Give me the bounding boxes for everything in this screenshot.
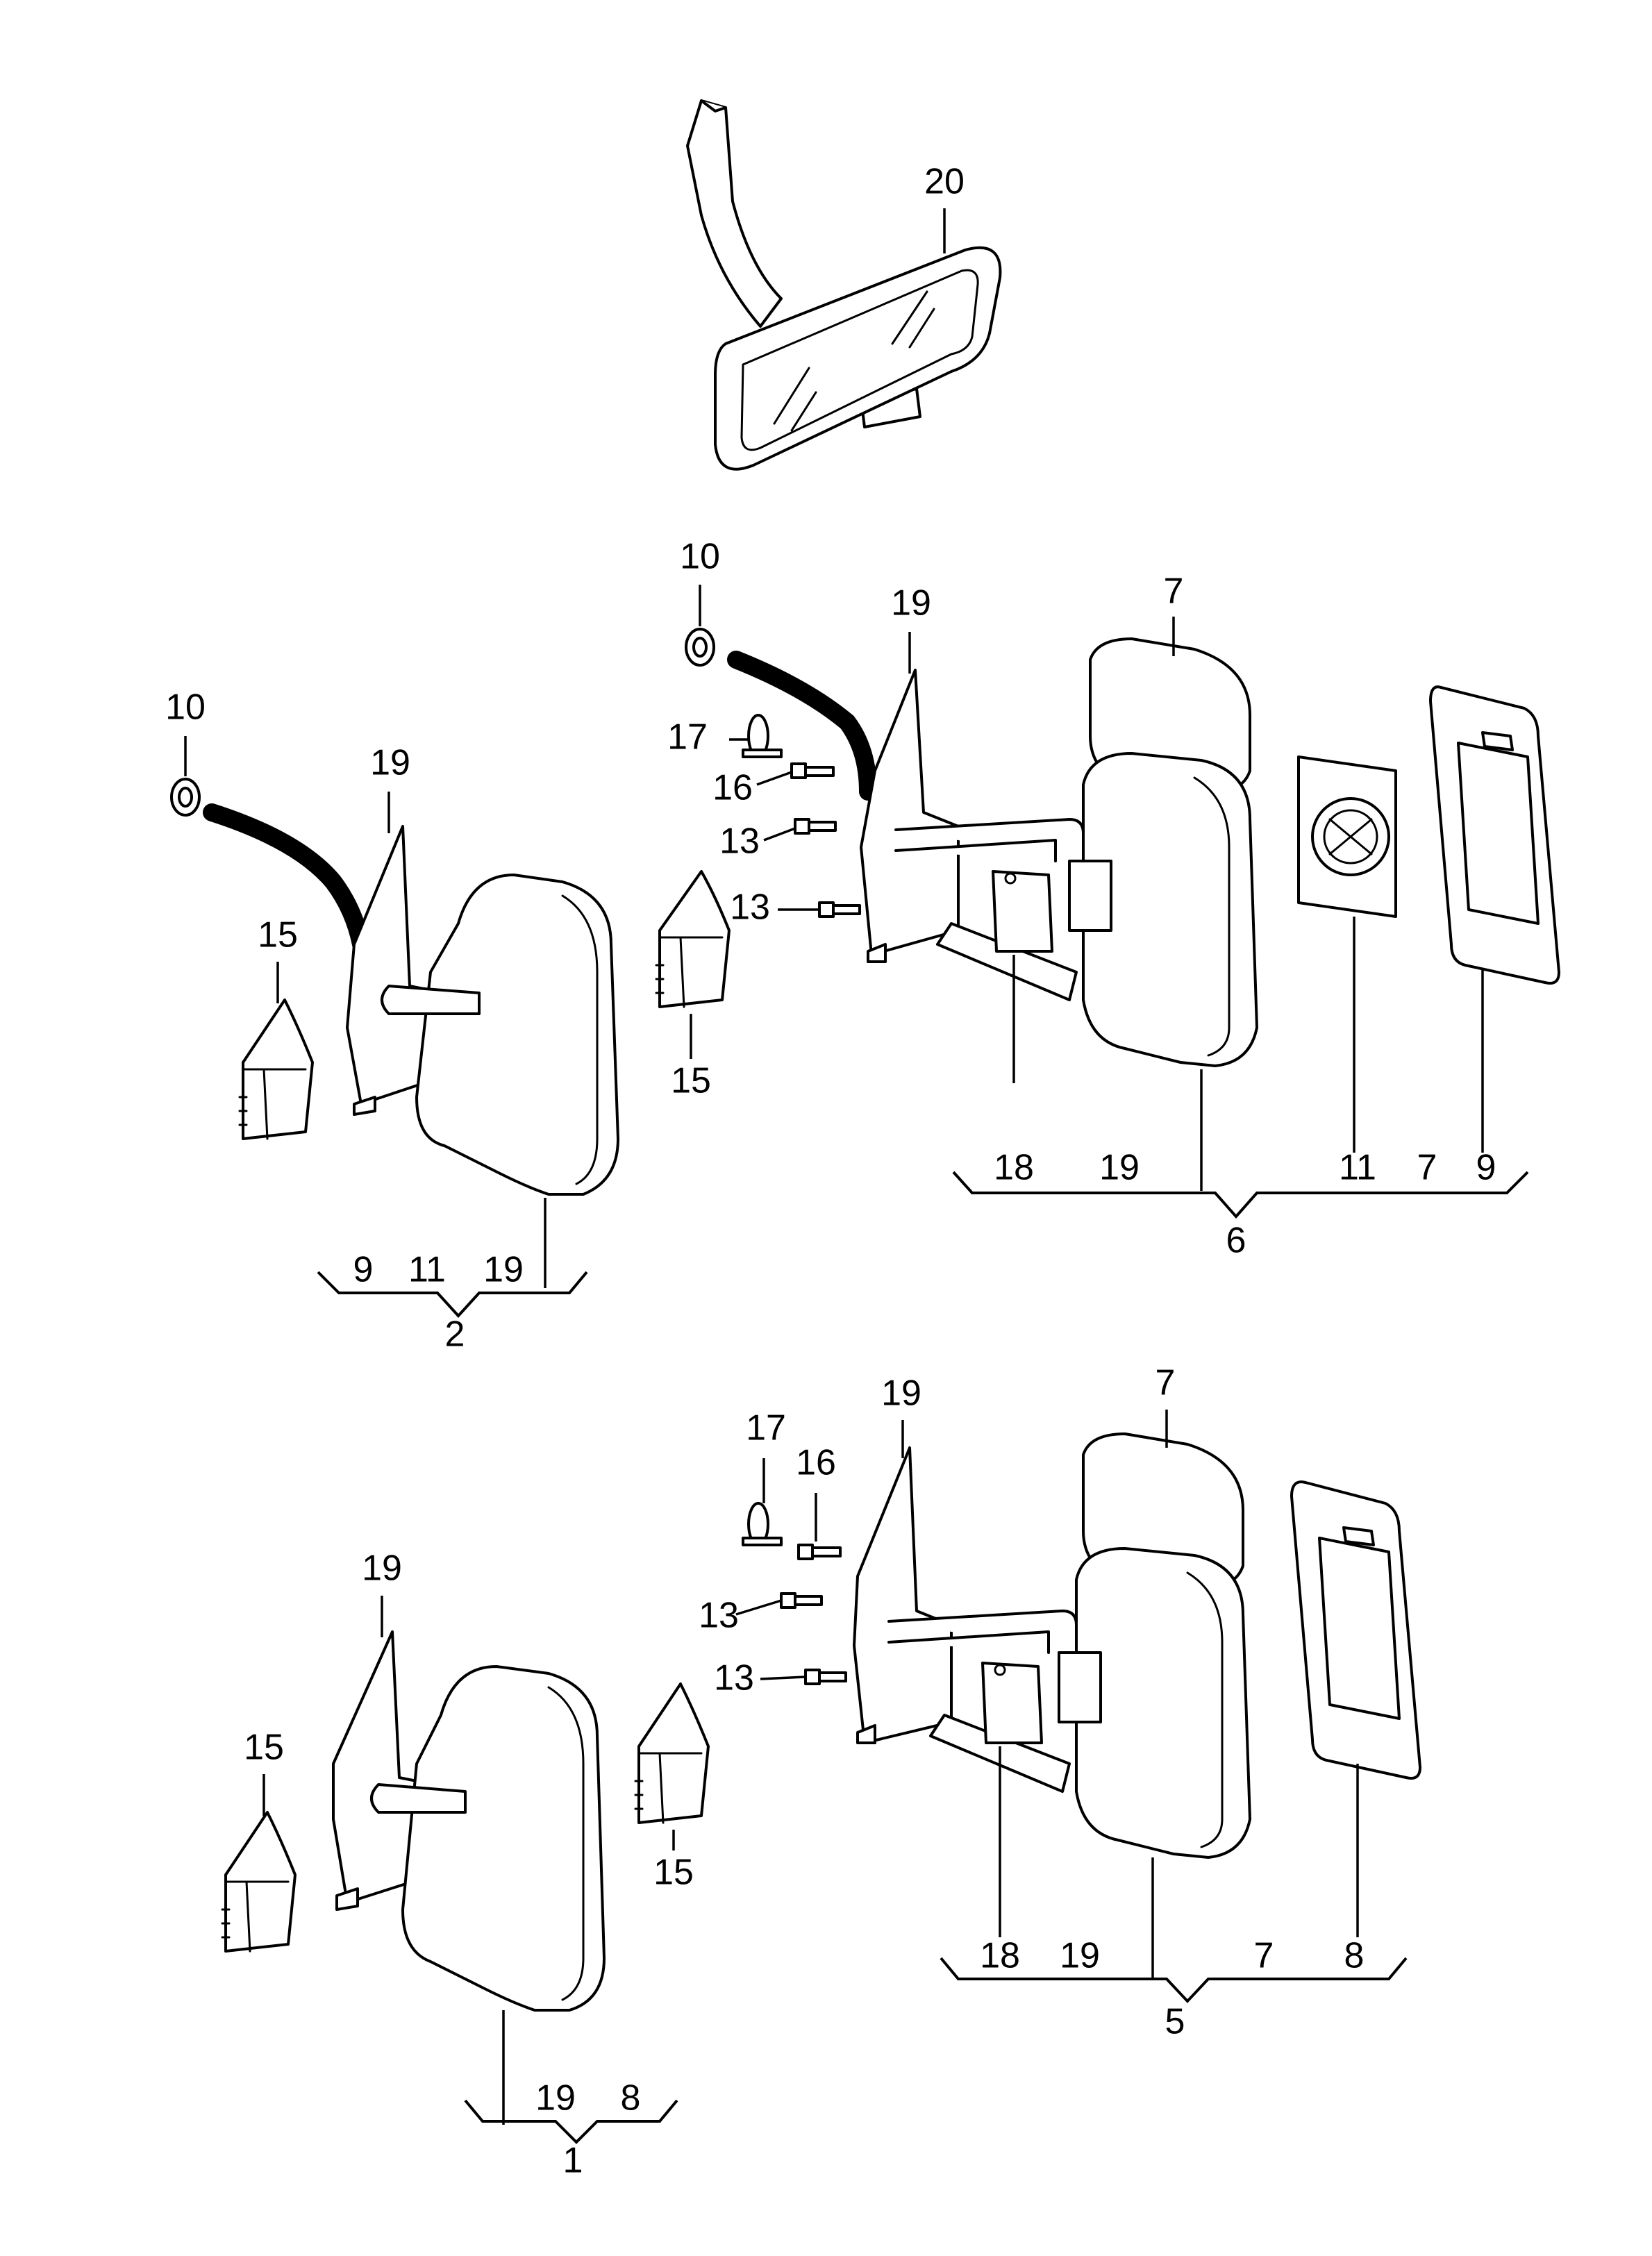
leader-line-13a-bottom (735, 1599, 782, 1616)
callout-7-bottom: 7 (1155, 1363, 1176, 1403)
callout-16-bottom: 16 (796, 1443, 836, 1483)
assembly-6-item-19: 19 (1099, 1148, 1140, 1188)
right-mirror-bottom-screws (780, 1544, 847, 1685)
right-mirror-top-screws (790, 762, 861, 918)
right-mirror-top-glass (1429, 685, 1560, 985)
callout-15-left-top: 15 (258, 915, 298, 955)
callout-13b-top: 13 (730, 887, 770, 928)
assembly-6-item-11: 11 (1339, 1148, 1376, 1188)
right-mirror-bottom (853, 1432, 1251, 1859)
assembly-1-bracket: 19 8 1 (464, 2078, 678, 2181)
assembly-2-bracket: 9 11 19 2 (317, 1250, 588, 1355)
left-mirror-bottom (332, 1630, 606, 2012)
assembly-2-item-9: 9 (353, 1250, 374, 1290)
right-mirror-top (685, 628, 1258, 1067)
callout-19-right-bottom: 19 (881, 1373, 921, 1414)
right-mirror-top-clip (742, 714, 783, 758)
assembly-5-item-7: 7 (1254, 1936, 1274, 1976)
right-mirror-bottom-glass (1290, 1480, 1421, 1780)
callout-19-right-top: 19 (891, 583, 931, 624)
callout-10-right: 10 (680, 537, 720, 577)
assembly-5-bracket: 18 19 7 8 5 (940, 1936, 1408, 2042)
assembly-2-number: 2 (445, 1314, 465, 1355)
callout-13a-top: 13 (719, 821, 760, 862)
assembly-5-number: 5 (1165, 2002, 1185, 2042)
assembly-5-item-8: 8 (1344, 1936, 1365, 1976)
left-mirror-top (170, 778, 619, 1196)
callout-17-top: 17 (667, 717, 708, 758)
left-mirror-bottom-cover (221, 1811, 297, 1953)
assembly-1-item-8: 8 (621, 2078, 641, 2119)
assembly-6-item-7: 7 (1417, 1148, 1437, 1188)
callout-15-right-top: 15 (671, 1061, 711, 1101)
assembly-5-item-18: 18 (980, 1936, 1020, 1976)
right-mirror-top-motor (1297, 755, 1397, 918)
callout-20: 20 (924, 162, 965, 202)
assembly-2-item-11: 11 (408, 1250, 446, 1290)
callout-15-right-bottom: 15 (653, 1853, 694, 1893)
assembly-5-item-19: 19 (1060, 1936, 1100, 1976)
right-mirror-bottom-clip (742, 1502, 783, 1546)
assembly-2-item-19: 19 (483, 1250, 524, 1290)
callout-13b-bottom: 13 (714, 1658, 754, 1698)
callout-10-left: 10 (165, 687, 206, 728)
right-mirror-bottom-cover (634, 1682, 710, 1824)
interior-rearview-mirror (686, 99, 1002, 471)
callout-16-top: 16 (712, 768, 753, 808)
assembly-6-item-18: 18 (994, 1148, 1034, 1188)
callout-7-top: 7 (1164, 571, 1184, 612)
callout-13a-bottom: 13 (699, 1596, 739, 1636)
assembly-1-number: 1 (563, 2141, 583, 2181)
callout-19-left-top: 19 (370, 743, 410, 783)
assembly-6-number: 6 (1226, 1221, 1246, 1261)
assembly-1-item-19: 19 (535, 2078, 576, 2119)
leader-line-16-top (756, 771, 792, 786)
leader-line-13b-bottom (760, 1676, 806, 1680)
callout-15-left-bottom: 15 (244, 1728, 284, 1768)
assembly-6-bracket: 18 19 11 7 9 6 (952, 1148, 1529, 1261)
left-mirror-top-cover (238, 999, 314, 1140)
leader-line-13a-top (763, 827, 796, 842)
assembly-6-item-9: 9 (1476, 1148, 1496, 1188)
callout-17-bottom: 17 (746, 1408, 786, 1448)
right-mirror-top-cover (655, 870, 731, 1008)
callout-19-left-bottom: 19 (362, 1548, 402, 1589)
